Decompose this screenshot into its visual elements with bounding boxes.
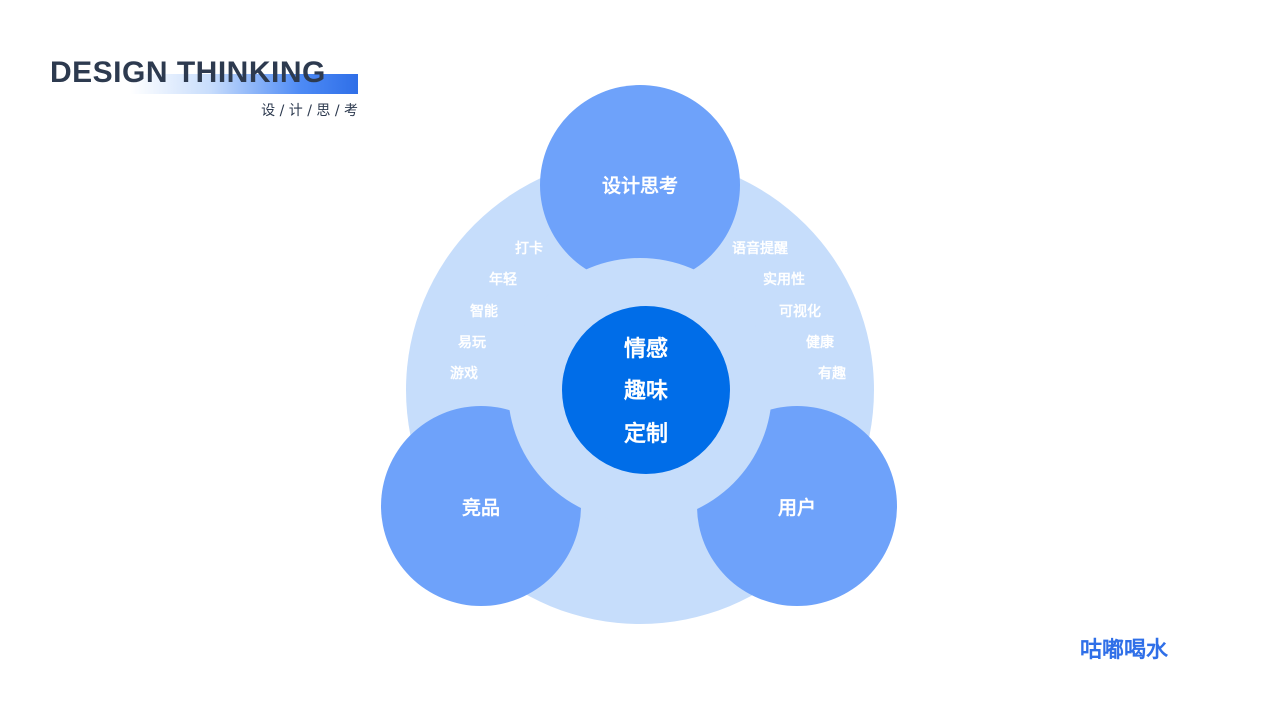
brand-logo: 咕嘟喝水 — [1080, 638, 1169, 663]
right-circle-label: 用户 — [778, 496, 816, 519]
right-keyword-2: 实用性 — [763, 271, 805, 288]
left-keyword-1: 打卡 — [515, 240, 543, 257]
left-keyword-3: 智能 — [469, 303, 498, 320]
left-circle-label: 竞品 — [462, 496, 500, 519]
left-keyword-4: 易玩 — [458, 335, 486, 351]
right-keyword-5: 有趣 — [818, 365, 847, 382]
title-highlight-bar — [130, 74, 358, 94]
center-line-1: 情感 — [624, 336, 668, 362]
top-circle-label: 设计思考 — [602, 175, 678, 197]
center-line-2: 趣味 — [623, 378, 668, 404]
left-keyword-2: 年轻 — [489, 271, 517, 288]
right-keyword-3: 可视化 — [779, 303, 821, 320]
page-subtitle: 设 / 计 / 思 / 考 — [261, 103, 358, 119]
right-keyword-1: 语音提醒 — [732, 240, 788, 257]
top-circle — [540, 85, 740, 285]
left-keyword-5: 游戏 — [450, 365, 478, 382]
page-title: DESIGN THINKING — [50, 56, 326, 89]
right-keyword-4: 健康 — [806, 334, 835, 351]
center-circle — [562, 306, 730, 474]
center-line-3: 定制 — [624, 421, 668, 447]
header: DESIGN THINKING 设 / 计 / 思 / 考 — [0, 0, 400, 130]
